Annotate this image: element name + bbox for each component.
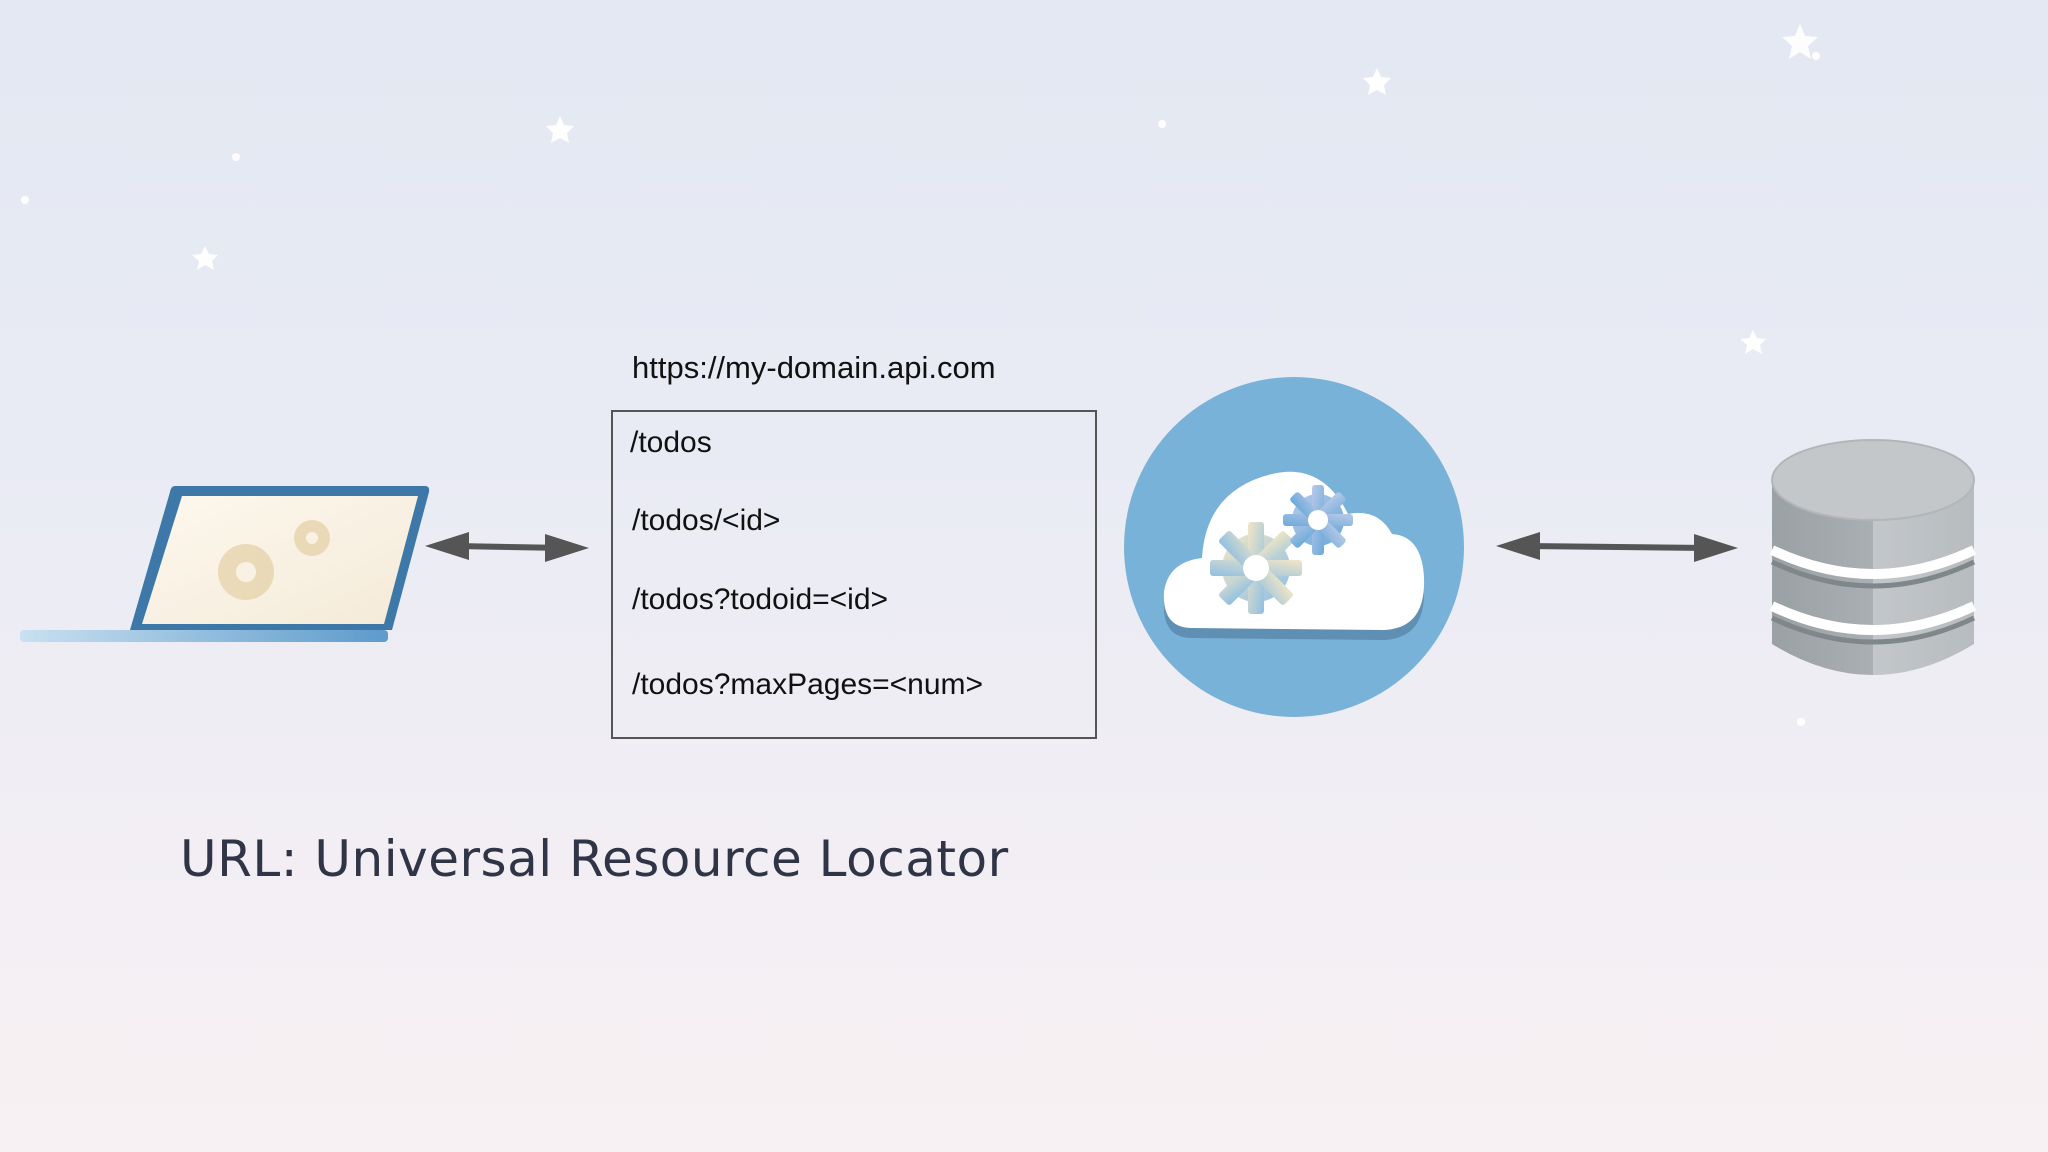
star-icon [1740,330,1766,354]
endpoint-item: /todos [630,426,712,459]
laptop-icon [20,486,430,642]
base-url-label: https://my-domain.api.com [632,350,996,385]
double-arrow-icon [425,532,589,562]
star-icon [1782,24,1818,59]
sparkle-dot [232,153,240,161]
sparkle-dot [1812,52,1820,60]
star-icon [1363,68,1391,95]
sparkle-dot [21,196,29,204]
sparkle-dot [1797,718,1805,726]
double-arrow-icon [1496,532,1738,562]
endpoint-item: /todos?maxPages=<num> [632,668,984,701]
sparkle-dot [1158,120,1166,128]
database-icon [1769,439,1977,675]
endpoint-item: /todos?todoid=<id> [632,583,889,616]
cloud-gears-icon [1124,377,1464,717]
star-icon [546,116,574,143]
caption-text: URL: Universal Resource Locator [180,830,1009,888]
endpoint-list-box: /todos /todos/<id> /todos?todoid=<id> /t… [611,410,1097,739]
star-icon [192,246,218,270]
endpoint-item: /todos/<id> [632,504,781,537]
